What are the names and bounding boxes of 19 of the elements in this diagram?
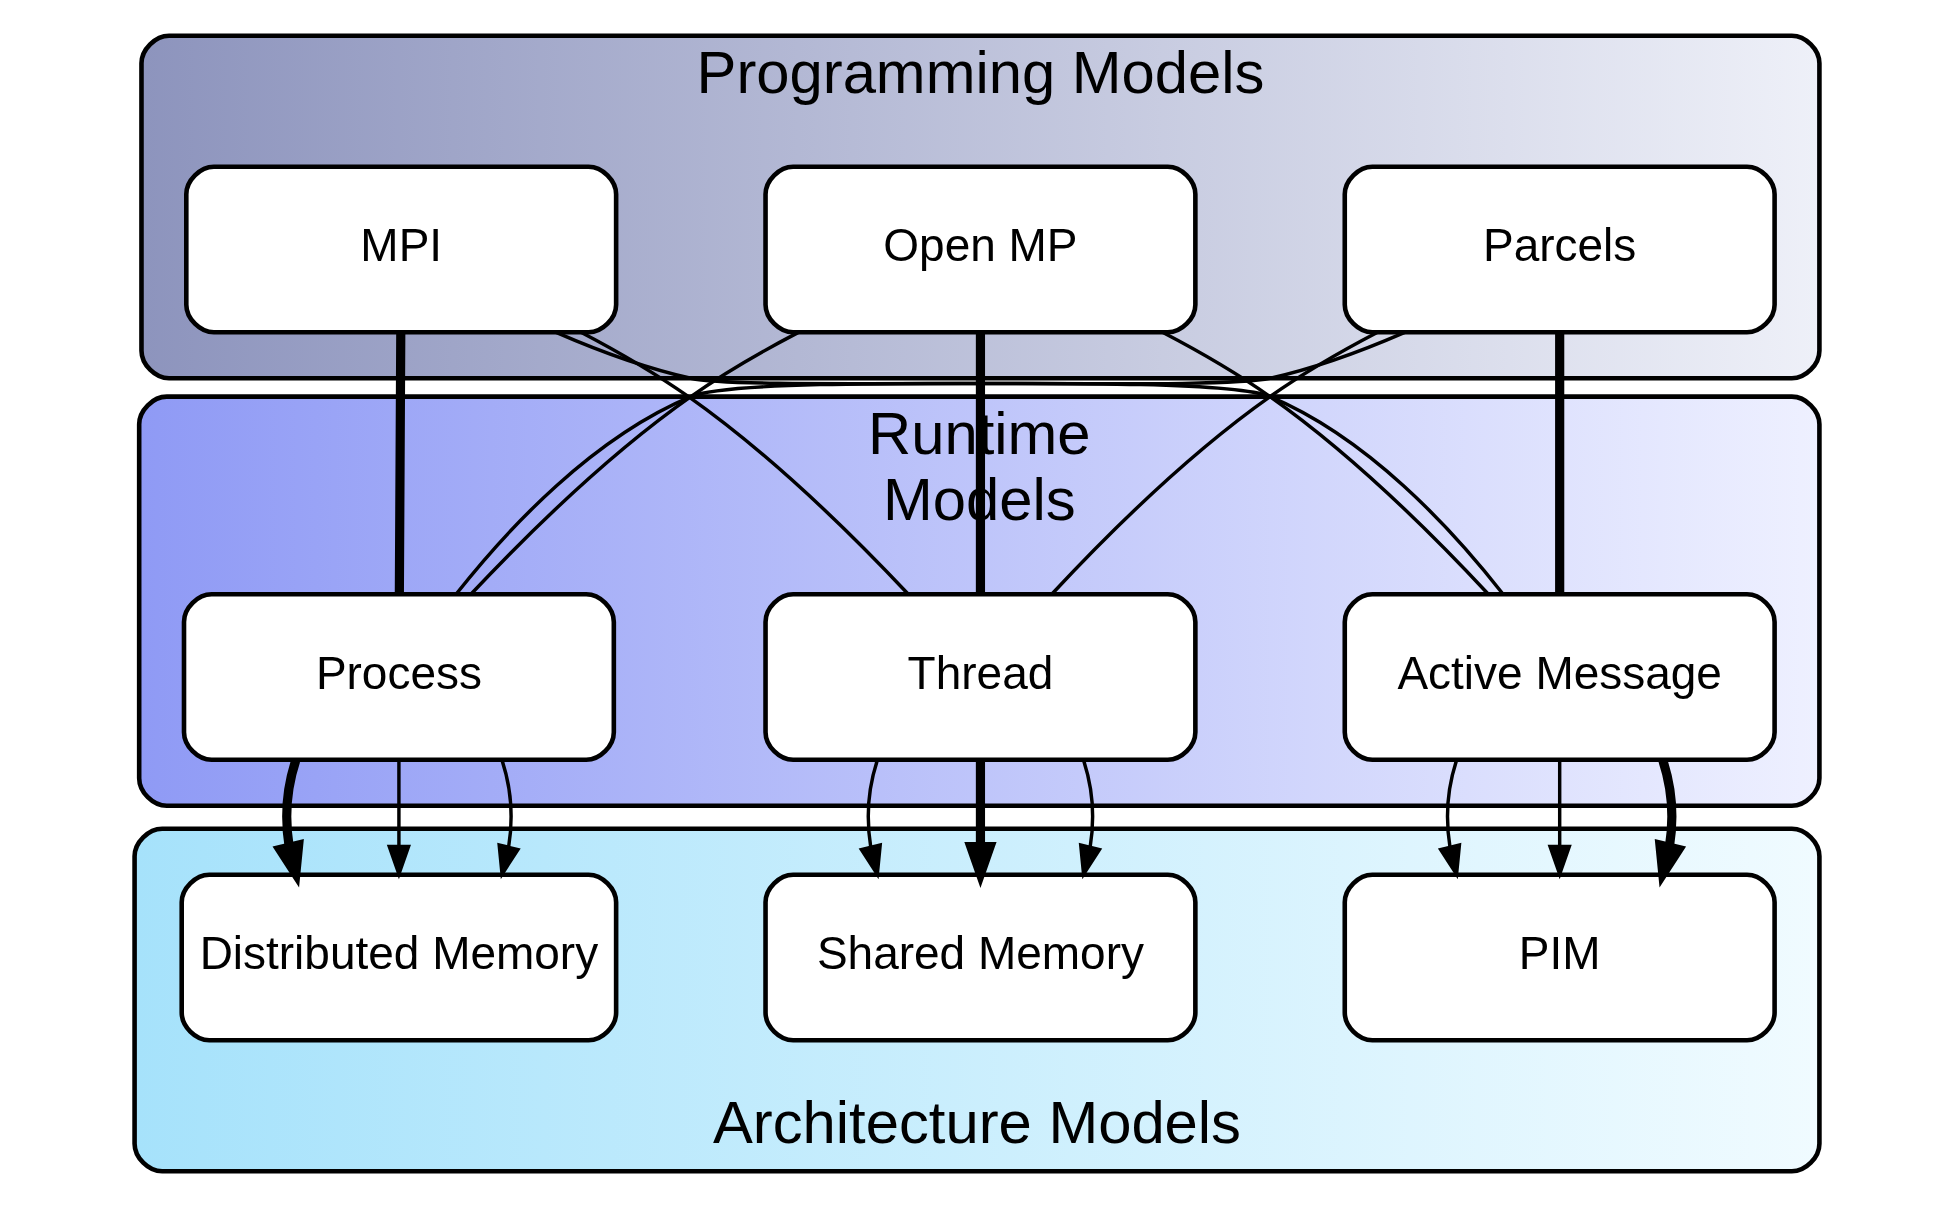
node-box: Distributed Memory: [178, 872, 618, 1043]
arrow: [858, 759, 882, 880]
node-box: Active Message: [1341, 592, 1777, 763]
node-box: Parcels: [1341, 164, 1777, 335]
node-box: Thread: [762, 592, 1198, 763]
connector: [394, 332, 405, 594]
connector: [1554, 332, 1564, 594]
node-box: Open MP: [762, 164, 1198, 335]
node-box: Shared Memory: [762, 872, 1198, 1043]
node-box: PIM: [1341, 872, 1777, 1043]
connector: [975, 332, 985, 594]
arrow: [963, 759, 997, 888]
arrow: [1547, 759, 1572, 880]
arrow: [1437, 759, 1461, 880]
node-box: Process: [181, 592, 616, 763]
node-box: MPI: [183, 164, 618, 335]
arrow: [1078, 759, 1102, 880]
arrow: [386, 759, 411, 880]
arrow: [496, 759, 521, 880]
